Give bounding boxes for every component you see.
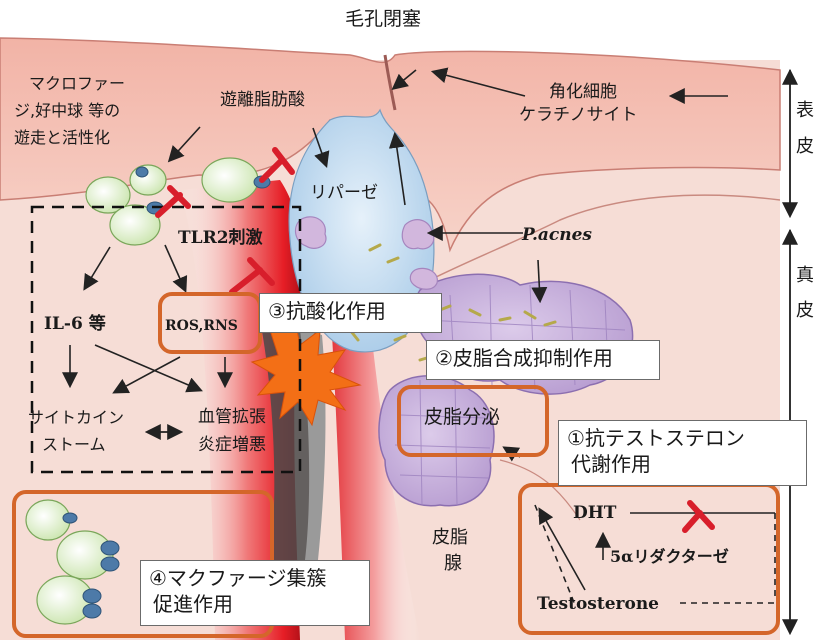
ros-highlight-frame <box>158 292 262 354</box>
sebaceous-gland-label-line2: 腺 <box>444 553 462 576</box>
macrophage-label-line2: ジ,好中球 等の <box>14 101 120 121</box>
callout-antioxidant: ③抗酸化作用 <box>259 293 442 333</box>
cytokine-label-line1: サイトカイン <box>28 408 124 428</box>
keratinocyte-label-line1: 角化細胞 <box>549 82 617 103</box>
dermis-label-line2: 皮 <box>796 300 814 323</box>
lipase-label: リパーゼ <box>310 183 378 204</box>
dermis-label-line1: 真 <box>796 265 814 288</box>
free-fatty-acid-label: 遊離脂肪酸 <box>220 90 305 111</box>
callout-anti-testosterone-line2: 代謝作用 <box>567 451 798 477</box>
dht-highlight-frame <box>518 483 780 635</box>
macrophage-label-line1: マクロファー <box>29 74 125 94</box>
sebum-highlight-frame <box>397 385 549 457</box>
callout-anti-testosterone-line1: ①抗テストステロン <box>567 425 798 451</box>
il6-label: IL-6 等 <box>44 314 106 335</box>
callout-anti-testosterone: ①抗テストステロン 代謝作用 <box>558 420 807 486</box>
callout-macrophage-line2: 促進作用 <box>149 591 361 617</box>
keratinocyte-label-line2: ケラチノサイト <box>519 105 638 126</box>
epidermis-label-line1: 表 <box>796 100 814 123</box>
cytokine-label-line2: ストーム <box>42 435 106 455</box>
pacnes-label: P.acnes <box>522 225 592 246</box>
pore-closure-label: 毛孔閉塞 <box>345 8 421 32</box>
tlr2-label: TLR2刺激 <box>178 228 263 249</box>
macrophage-label-line3: 遊走と活性化 <box>14 128 110 148</box>
callout-macrophage-line1: ④マクファージ集簇 <box>149 565 361 591</box>
vascular-label-line1: 血管拡張 <box>198 407 266 428</box>
callout-sebum-inhibit: ②皮脂合成抑制作用 <box>426 340 660 380</box>
sebaceous-gland-label-line1: 皮脂 <box>432 527 468 550</box>
vascular-label-line2: 炎症増悪 <box>198 435 266 456</box>
callout-macrophage: ④マクファージ集簇 促進作用 <box>140 560 370 626</box>
epidermis-label-line2: 皮 <box>796 136 814 159</box>
